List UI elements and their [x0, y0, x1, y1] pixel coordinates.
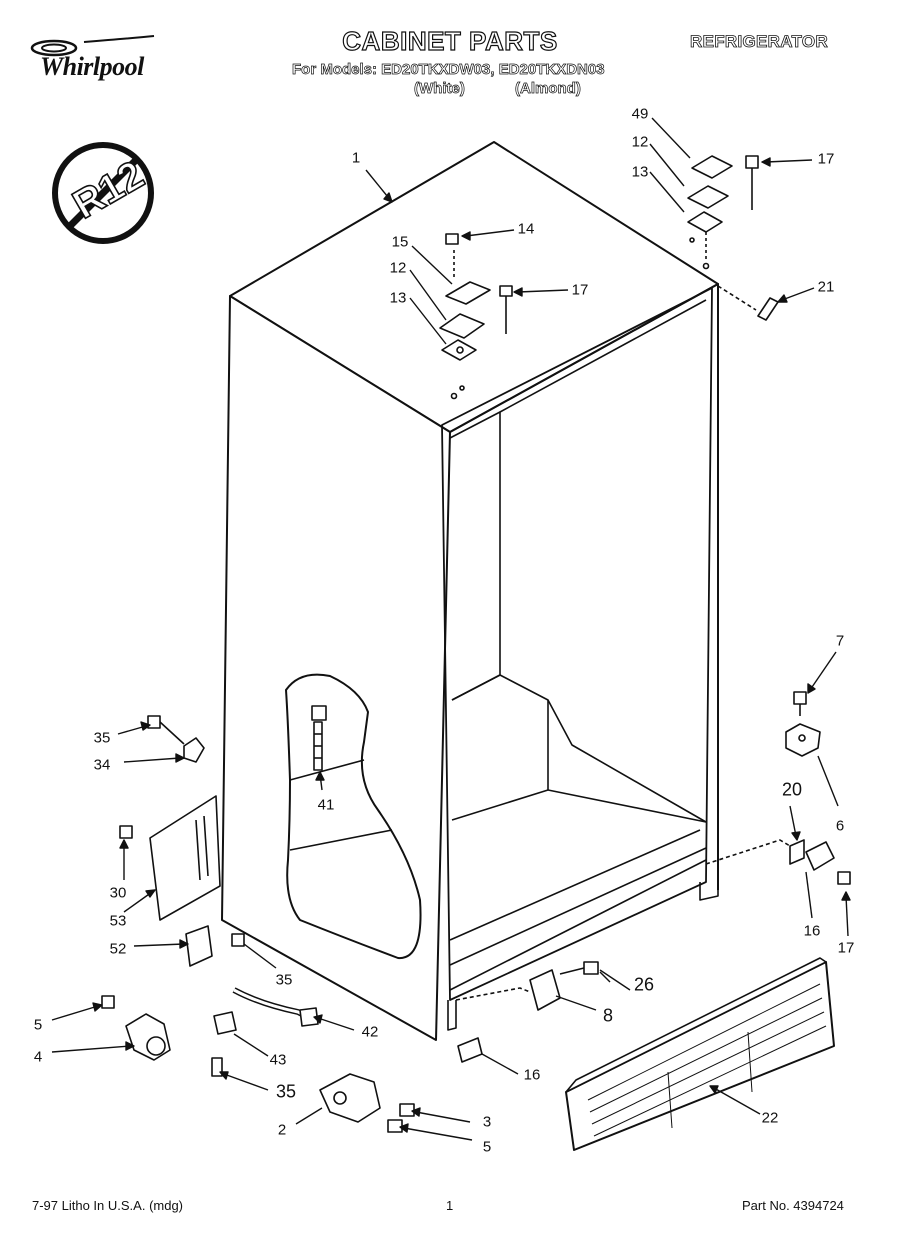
- models-line: For Models: ED20TKXDW03, ED20TKXDN03: [292, 61, 605, 79]
- callout-8: 8: [602, 1005, 614, 1026]
- callout-1: 1: [351, 149, 361, 167]
- callout-7: 7: [835, 632, 845, 650]
- no-r12-icon: [52, 142, 154, 244]
- callout-12-right: 12: [631, 133, 649, 151]
- callout-43: 43: [269, 1051, 287, 1069]
- callout-4: 4: [33, 1048, 43, 1066]
- callout-26: 26: [633, 974, 655, 995]
- callout-30: 30: [109, 884, 127, 902]
- callout-34: 34: [93, 756, 111, 774]
- callout-5-left: 5: [33, 1016, 43, 1034]
- callout-17-top: 17: [817, 150, 835, 168]
- footer-page-number: 1: [446, 1198, 454, 1213]
- callout-53: 53: [109, 912, 127, 930]
- center-hinge-assembly: [439, 233, 513, 400]
- page-title: CABINET PARTS: [342, 25, 558, 56]
- left-side-parts: [119, 705, 327, 967]
- footer-print-info: 7-97 Litho In U.S.A. (mdg): [32, 1198, 184, 1213]
- variant-white: (White): [414, 80, 466, 98]
- callout-49: 49: [631, 105, 649, 123]
- callout-13-center: 13: [389, 289, 407, 307]
- callout-22: 22: [761, 1109, 779, 1127]
- whirlpool-logo: Whirlpool: [24, 34, 184, 94]
- callout-15: 15: [391, 233, 409, 251]
- callout-12-center: 12: [389, 259, 407, 277]
- callout-21: 21: [817, 278, 835, 296]
- callout-35-top: 35: [93, 729, 111, 747]
- callout-35-bottom: 35: [275, 1081, 297, 1102]
- callout-16-bottom: 16: [523, 1066, 541, 1084]
- leader-lines: [51, 117, 851, 1141]
- callout-41: 41: [317, 796, 335, 814]
- cabinet: [221, 141, 719, 1041]
- bottom-center-parts: [455, 961, 599, 1063]
- bottom-left-parts: [101, 987, 415, 1133]
- callout-35-middle: 35: [275, 971, 293, 989]
- r12-badge: R12: [50, 140, 160, 250]
- callout-20: 20: [781, 779, 803, 800]
- callout-52: 52: [109, 940, 127, 958]
- callout-14: 14: [517, 220, 535, 238]
- callout-2: 2: [277, 1121, 287, 1139]
- base-grille: [565, 957, 835, 1151]
- callout-16-right: 16: [803, 922, 821, 940]
- callout-13-right: 13: [631, 163, 649, 181]
- footer-part-number: Part No. 4394724: [742, 1198, 844, 1213]
- callout-17-right: 17: [837, 939, 855, 957]
- lower-right-hinge-assembly: [705, 691, 851, 885]
- right-hinge-assembly: [687, 155, 779, 321]
- callout-17-center: 17: [571, 281, 589, 299]
- callout-6: 6: [835, 817, 845, 835]
- callout-5-bottom: 5: [482, 1138, 492, 1156]
- callout-3: 3: [482, 1113, 492, 1131]
- product-category: REFRIGERATOR: [690, 32, 829, 52]
- logo-swirl-icon: [30, 35, 155, 57]
- brand-name: Whirlpool: [40, 52, 144, 81]
- variant-almond: (Almond): [515, 80, 582, 98]
- callout-42: 42: [361, 1023, 379, 1041]
